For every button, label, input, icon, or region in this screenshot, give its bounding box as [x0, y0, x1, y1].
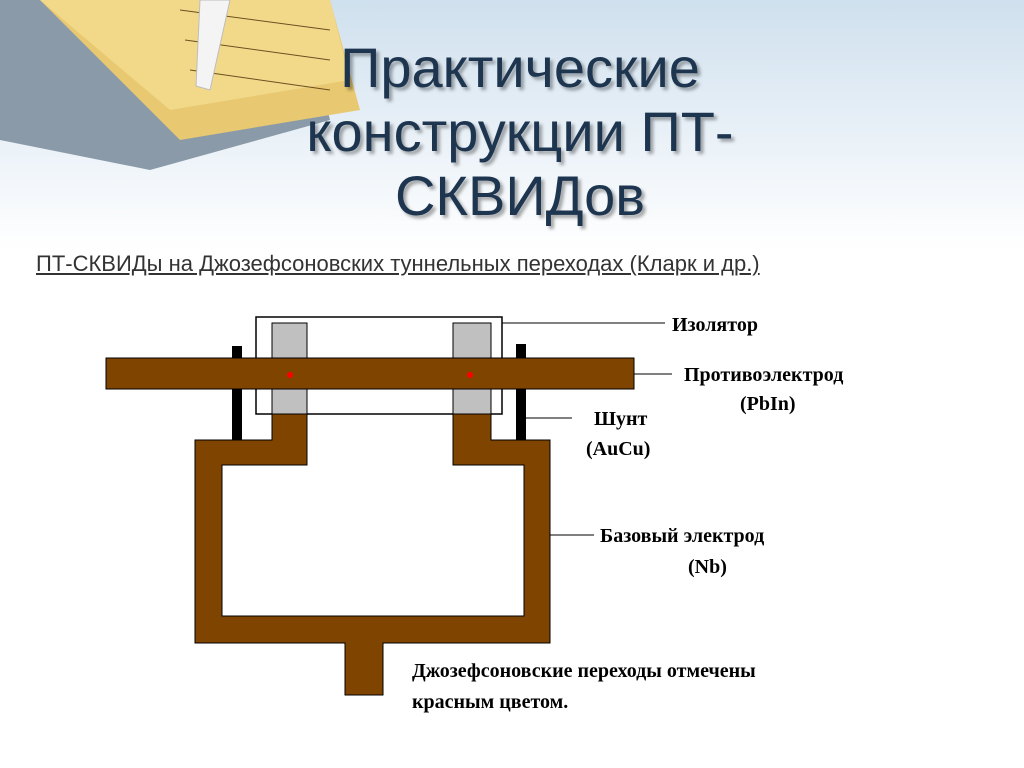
- pen-decoration: [195, 0, 231, 91]
- base-electrode: [194, 413, 551, 696]
- label-base-electrode-material: (Nb): [688, 556, 727, 578]
- label-base-electrode: Базовый электрод: [600, 525, 764, 547]
- label-shunt-material: (AuCu): [586, 438, 650, 460]
- slide-title: Практические конструкции ПТ-СКВИДов: [306, 36, 734, 227]
- note-line-1: Джозефсоновские переходы отмечены: [412, 660, 756, 682]
- counter-electrode-bar: [105, 357, 635, 390]
- note-line-2: красным цветом.: [412, 691, 568, 713]
- notebook-decoration: [0, 0, 360, 170]
- label-shunt: Шунт: [594, 408, 647, 430]
- junction-mark-right: [467, 372, 473, 378]
- label-counter-electrode-material: (PbIn): [740, 393, 796, 415]
- shunt-right: [516, 344, 526, 440]
- label-insulator: Изолятор: [672, 314, 758, 336]
- slide-subtitle: ПТ-СКВИДы на Джозефсоновских туннельных …: [36, 251, 760, 276]
- label-counter-electrode: Противоэлектрод: [684, 364, 843, 386]
- shunt-left: [232, 346, 242, 440]
- junction-mark-left: [287, 372, 293, 378]
